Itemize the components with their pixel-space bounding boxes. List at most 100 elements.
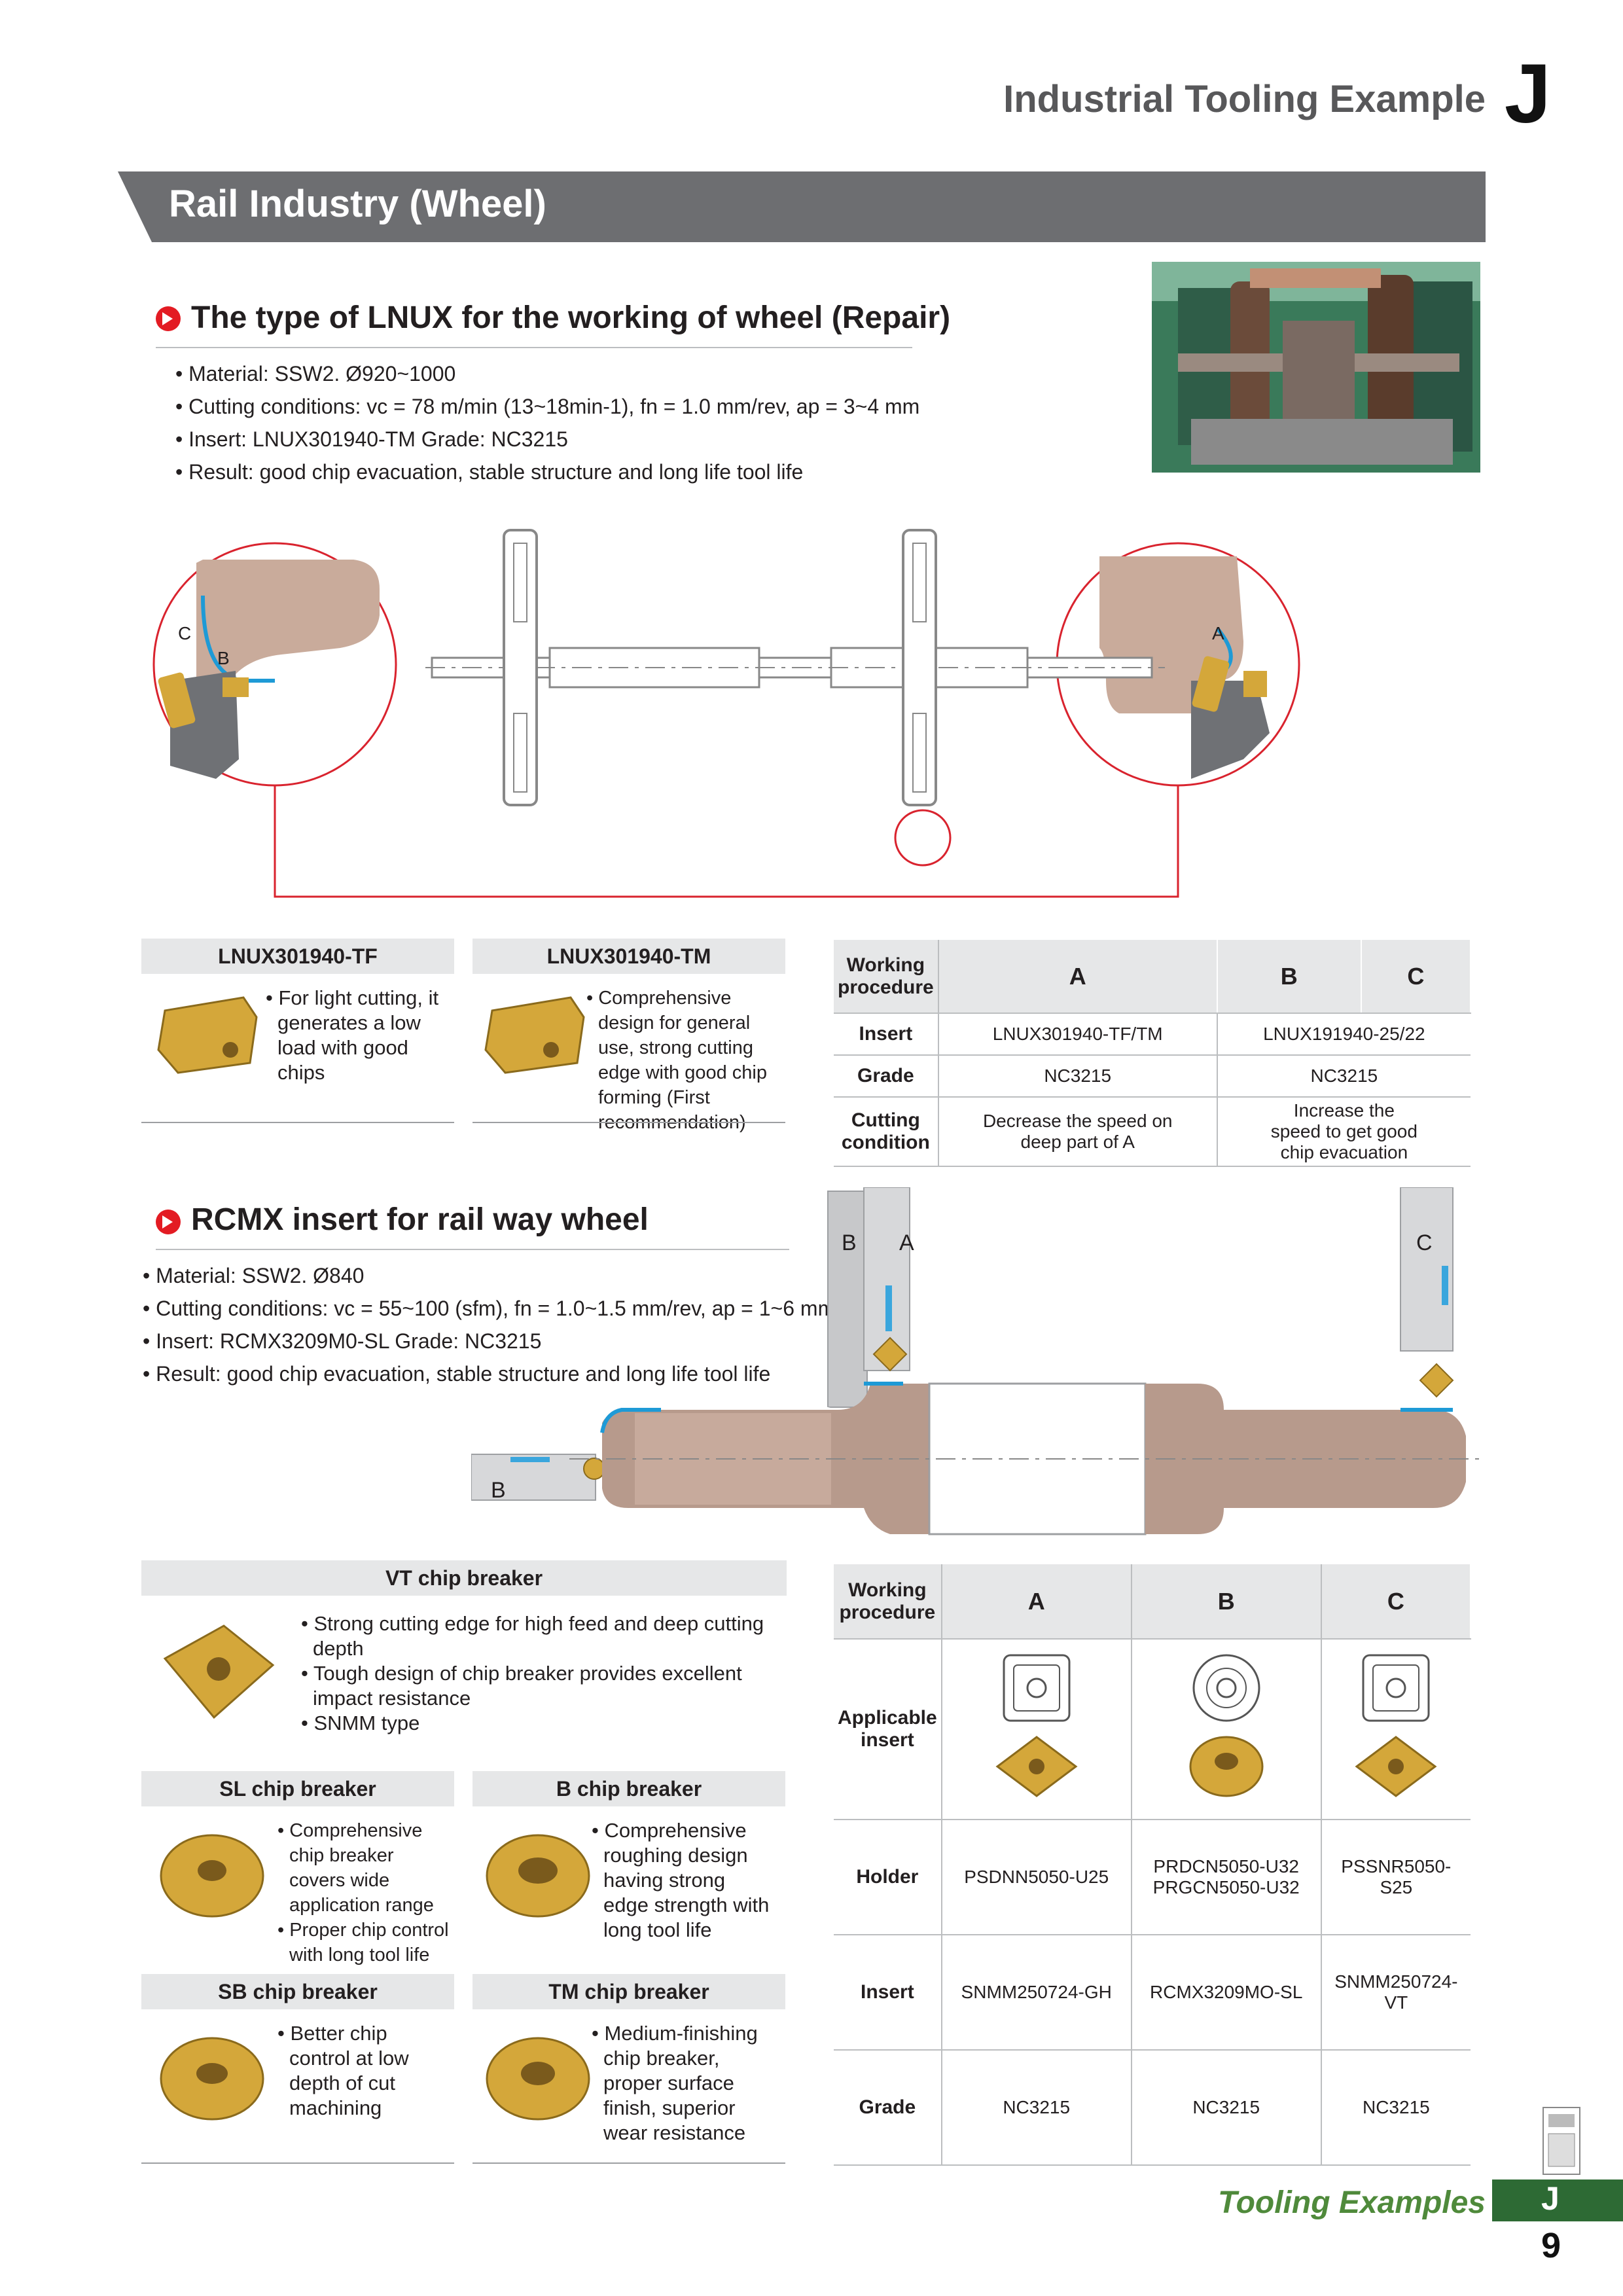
sb-desc: Better chip control at low depth of cut … [277,2021,435,2121]
footer-chapter-letter: J [1541,2180,1560,2217]
sb-insert-icon [160,2037,264,2121]
rcmx-axle-diagram: B A C B [471,1187,1479,1541]
section1-divider [156,347,912,348]
table2-col-c: C [1321,1564,1472,1640]
tm-desc: Medium-finishing chip breaker, proper su… [592,2021,768,2145]
table2-grade-a: NC3215 [941,2050,1132,2166]
tm-bottom-line [473,2162,785,2164]
table1-cutting-label: Cutting condition [834,1097,939,1167]
table1-grade-bc: NC3215 [1217,1055,1471,1098]
section2-title: RCMX insert for rail way wheel [191,1202,649,1237]
vt-insert-icon [163,1624,275,1719]
vt-chip-breaker-card: VT chip breaker Strong cutting edge for … [141,1560,787,1757]
section-banner [118,171,1486,242]
chapter-letter: J [1504,47,1551,141]
sl-desc-1: Comprehensive chip breaker covers wide a… [277,1818,454,1918]
table1-cutting-a: Decrease the speed on deep part of A [938,1097,1218,1167]
table2-grade-label: Grade [834,2050,942,2166]
sl-chip-breaker-card: SL chip breaker Comprehensive chip break… [141,1771,454,1965]
snmm-vt-insert-icon [1355,1654,1437,1797]
vt-desc-2: Tough design of chip breaker provides ex… [301,1661,772,1711]
table2-grade-b: NC3215 [1131,2050,1322,2166]
lnux-tm-bottom-line [473,1122,785,1123]
table1-col-c: C [1361,940,1472,1014]
table1-lnux-procedure: Working procedure A B C Insert LNUX30194… [834,940,1472,1167]
wheel-lathe-photo [1152,262,1480,473]
section1-title: The type of LNUX for the working of whee… [191,300,951,335]
table2-insert-b: RCMX3209MO-SL [1131,1935,1322,2051]
b-desc: Comprehensive roughing design having str… [592,1818,775,1943]
b-desc-1: Comprehensive roughing design having str… [592,1818,775,1943]
page-number: 9 [1541,2226,1561,2265]
section-bullet-icon [156,306,181,331]
table2-insert-c: SNMM250724-VT [1321,1935,1471,2051]
lnux-tf-card: LNUX301940-TF For light cutting, it gene… [141,939,454,1126]
sb-title: SB chip breaker [141,1974,454,2009]
lnux-tf-title: LNUX301940-TF [141,939,454,974]
sl-desc: Comprehensive chip breaker covers wide a… [277,1818,454,1967]
tm-insert-icon [486,2037,590,2121]
label-b-left: B [217,648,230,668]
lnux-tm-desc-text: Comprehensive design for general use, st… [586,986,783,1135]
table1-grade-a: NC3215 [938,1055,1218,1098]
sl-insert-icon [160,1834,264,1918]
table1-head-label: Working procedure [834,940,939,1014]
sb-bottom-line [141,2162,454,2164]
lnux-tm-desc: Comprehensive design for general use, st… [586,986,783,1135]
table2-holder-label: Holder [834,1820,942,1935]
lnux-tm-card: LNUX301940-TM Comprehensive design for g… [473,939,785,1133]
lnux-tm-insert-icon [484,996,585,1074]
snmm-gh-insert-icon [995,1654,1078,1797]
banner-title: Rail Industry (Wheel) [169,183,546,225]
table1-cutting-bc: Increase the speed to get good chip evac… [1217,1097,1471,1167]
table2-col-b: B [1131,1564,1322,1640]
table2-applicable-a [941,1639,1132,1820]
label-b-bottom: B [491,1478,506,1503]
label-a-right: A [1212,623,1224,643]
lnux-tf-bottom-line [141,1122,454,1123]
label-c-left: C [178,623,192,643]
table2-insert-label: Insert [834,1935,942,2051]
side-thumbnail-icon [1541,2105,1582,2177]
bullet-material: Material: SSW2. Ø920~1000 [175,357,1157,390]
section-bullet-icon [156,1210,181,1234]
table2-holder-c: PSSNR5050-S25 [1321,1820,1471,1935]
table2-insert-a: SNMM250724-GH [941,1935,1132,2051]
table1-col-b: B [1217,940,1362,1014]
section1-bullets: Material: SSW2. Ø920~1000 Cutting condit… [175,357,1157,488]
label-c: C [1416,1230,1433,1255]
table2-head-label: Working procedure [834,1564,942,1640]
table2-grade-c: NC3215 [1321,2050,1471,2166]
bullet-result: Result: good chip evacuation, stable str… [175,456,1157,488]
table2-applicable-c [1321,1639,1471,1820]
lnux-tf-insert-icon [157,996,258,1074]
lnux-tf-desc: For light cutting, it generates a low lo… [266,986,449,1085]
table1-col-a: A [938,940,1218,1014]
bullet-cutting-conditions: Cutting conditions: vc = 55~100 (sfm), f… [143,1292,876,1325]
vt-desc-1: Strong cutting edge for high feed and de… [301,1611,772,1661]
bullet-insert: Insert: RCMX3209M0-SL Grade: NC3215 [143,1325,876,1357]
table2-applicable-label: Applicable insert [834,1639,942,1820]
vt-desc-3: SNMM type [301,1711,772,1736]
table2-applicable-b [1131,1639,1322,1820]
lnux-tf-desc-text: For light cutting, it generates a low lo… [266,986,449,1085]
table1-insert-a: LNUX301940-TF/TM [938,1013,1218,1056]
table2-col-a: A [941,1564,1132,1640]
vt-title: VT chip breaker [141,1560,787,1596]
b-title: B chip breaker [473,1771,785,1806]
table2-holder-b2: PRGCN5050-U32 [1152,1877,1300,1897]
footer-chapter-box [1492,2179,1623,2221]
bullet-material: Material: SSW2. Ø840 [143,1259,876,1292]
section2-divider [156,1249,789,1250]
table1-insert-bc: LNUX191940-25/22 [1217,1013,1471,1056]
sb-desc-1: Better chip control at low depth of cut … [277,2021,435,2121]
sl-title: SL chip breaker [141,1771,454,1806]
bullet-cutting-conditions: Cutting conditions: vc = 78 m/min (13~18… [175,390,1157,423]
b-insert-icon [486,1834,590,1918]
header-title: Industrial Tooling Example [1003,78,1486,120]
vt-desc: Strong cutting edge for high feed and de… [301,1611,772,1736]
tm-chip-breaker-card: TM chip breaker Medium-finishing chip br… [473,1974,785,2164]
banner-corner [118,171,152,242]
b-chip-breaker-card: B chip breaker Comprehensive roughing de… [473,1771,785,1961]
section2-bullets: Material: SSW2. Ø840 Cutting conditions:… [143,1259,876,1390]
